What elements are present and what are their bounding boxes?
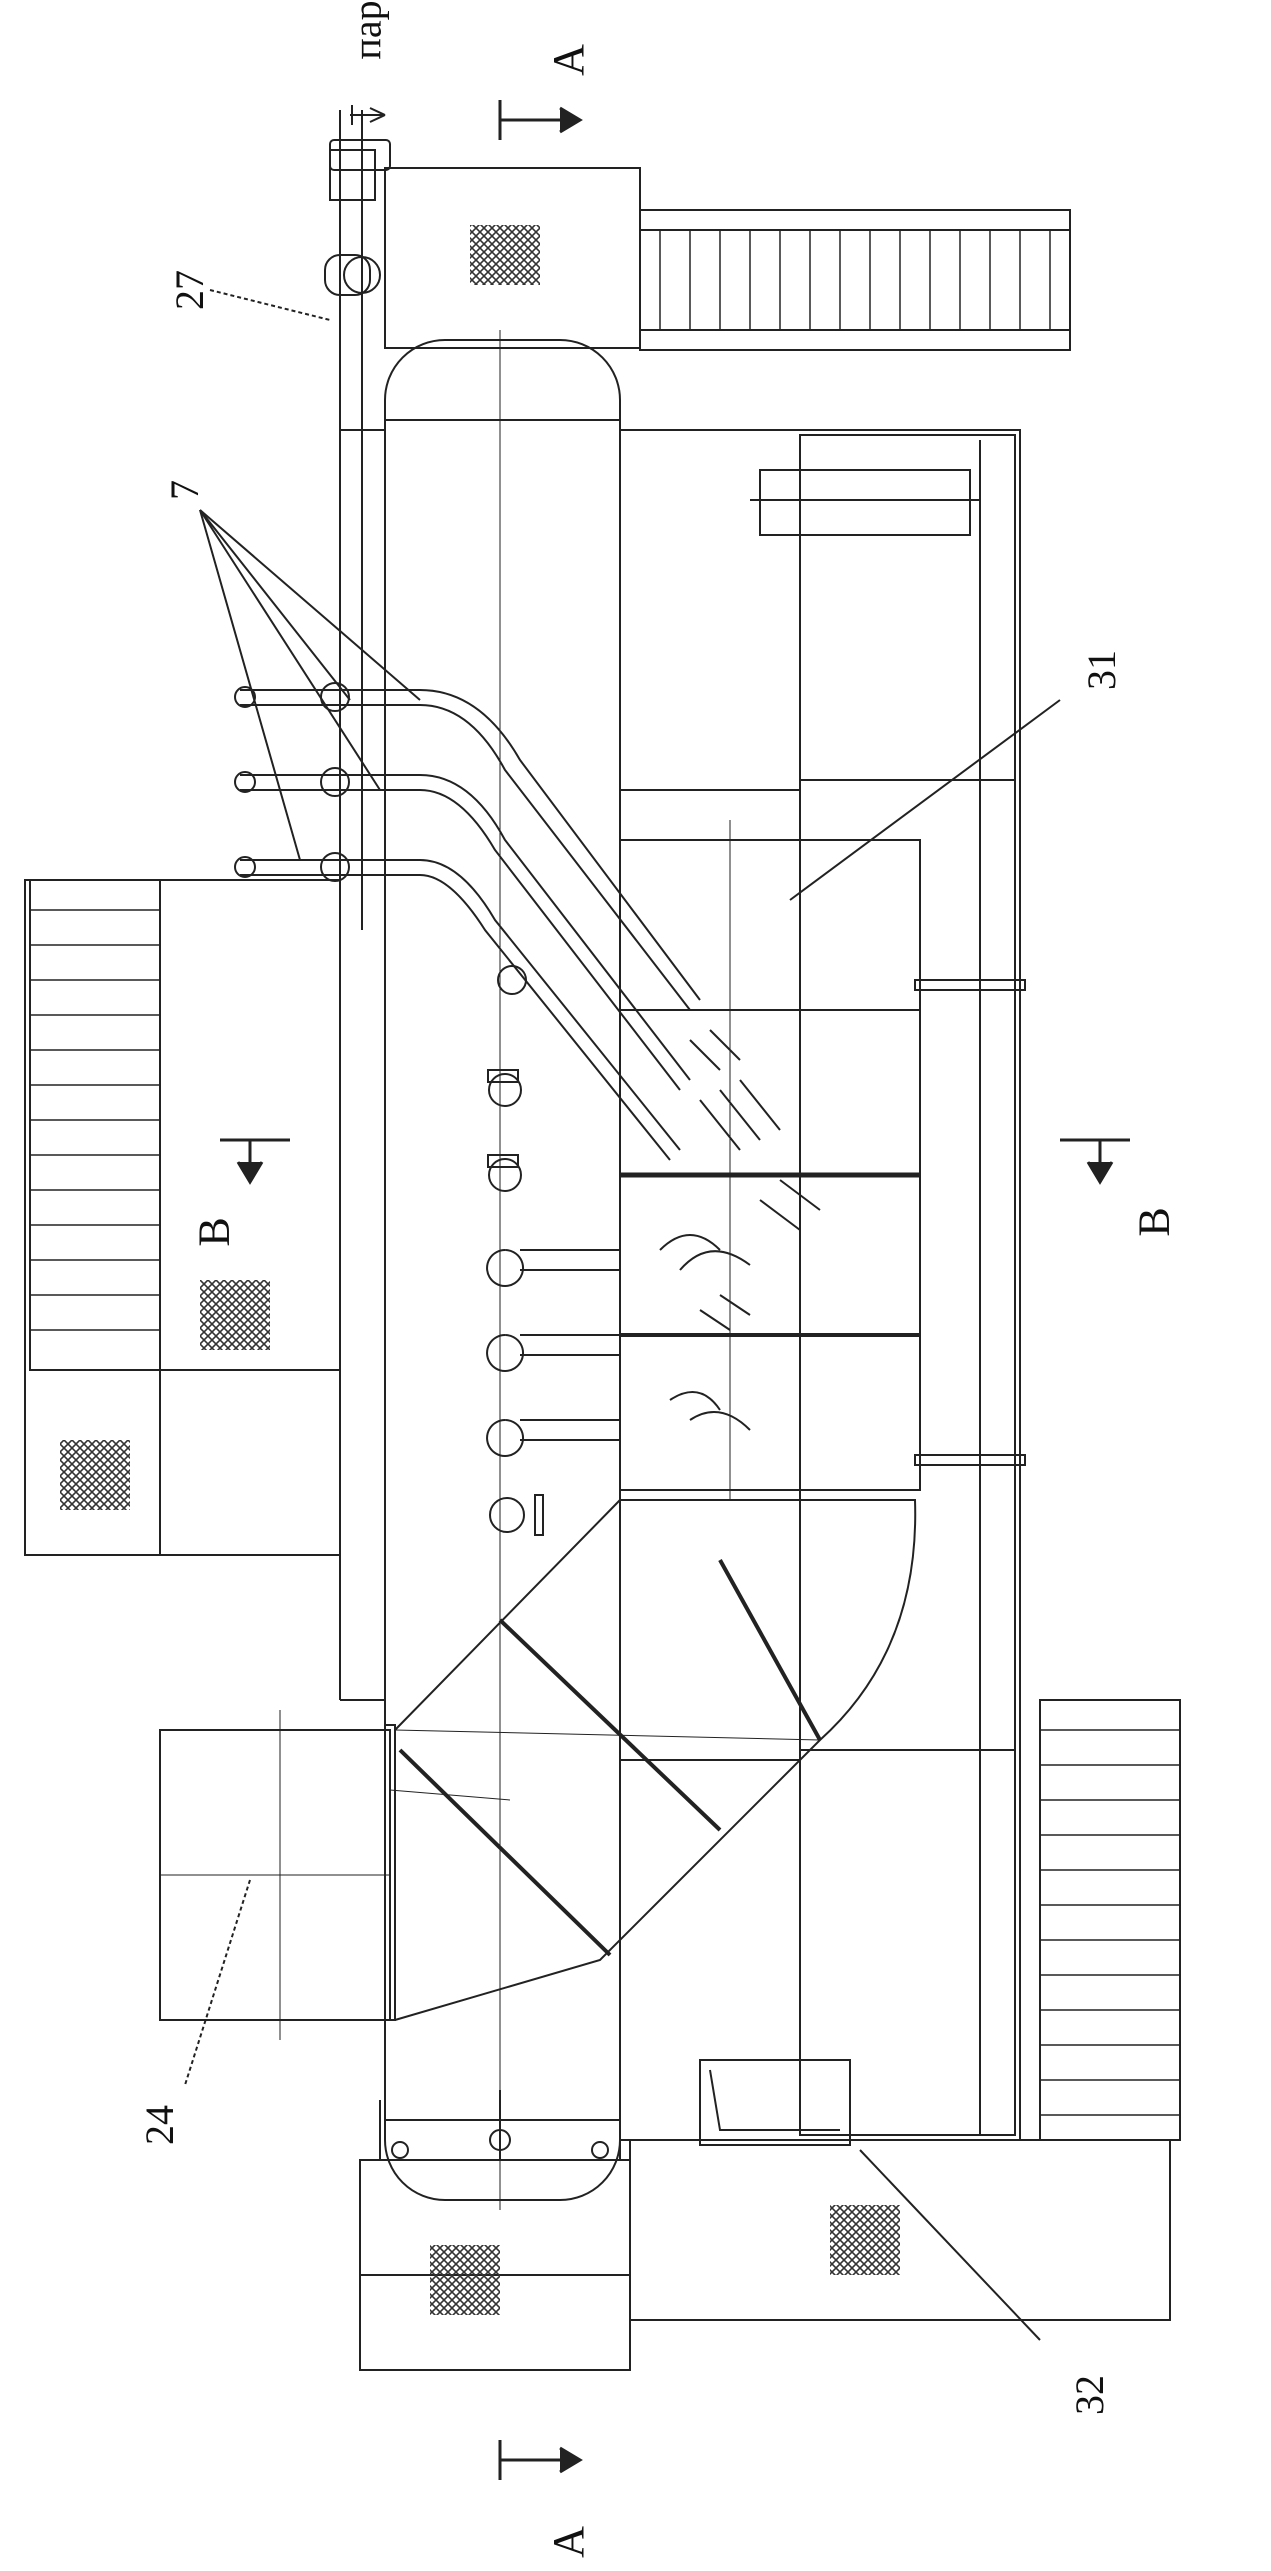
steam-outlet-pipe bbox=[324, 105, 391, 930]
leader-lines bbox=[184, 289, 1061, 2341]
fan-box-24 bbox=[159, 1710, 396, 2040]
upper-right-stairs bbox=[639, 209, 1071, 351]
burner-tubes-7 bbox=[234, 682, 701, 1161]
lower-casing bbox=[359, 2090, 631, 2371]
label-section-a-bottom: А bbox=[543, 2526, 593, 2558]
section-a-markers bbox=[498, 100, 583, 2480]
drum-fittings bbox=[486, 965, 620, 1536]
lower-right-structure bbox=[629, 1699, 1181, 2321]
support-frame bbox=[619, 429, 1021, 2141]
upper-casing bbox=[384, 167, 641, 349]
label-ref-31: 31 bbox=[1079, 650, 1124, 690]
section-b-markers bbox=[220, 1138, 1130, 1185]
left-platform-b bbox=[24, 879, 341, 1556]
label-section-a-top: А bbox=[543, 44, 593, 76]
label-steam-out: пар bbox=[344, 0, 390, 60]
label-section-b-right: В bbox=[1129, 1207, 1179, 1237]
label-ref-24: 24 bbox=[137, 2105, 182, 2145]
furnace-31 bbox=[619, 820, 1026, 1500]
label-ref-32: 32 bbox=[1067, 2375, 1112, 2415]
label-ref-27: 27 bbox=[167, 270, 212, 310]
label-section-b-left: В bbox=[189, 1217, 239, 1247]
label-ref-7: 7 bbox=[162, 480, 207, 500]
flue-duct bbox=[389, 1499, 917, 2021]
